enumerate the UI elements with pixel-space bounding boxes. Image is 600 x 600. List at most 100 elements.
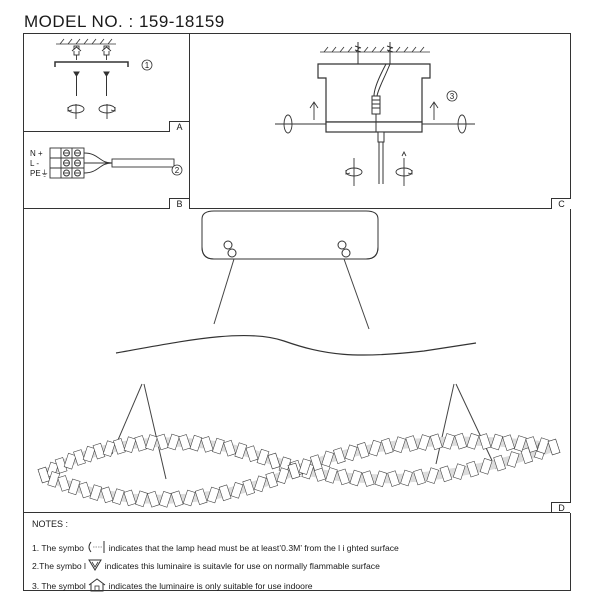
crystal-prism-icon bbox=[337, 468, 350, 486]
crystal-prism-icon bbox=[37, 466, 51, 484]
crystal-prism-icon bbox=[67, 478, 81, 496]
crystal-prism-icon bbox=[223, 439, 236, 457]
crystal-prism-icon bbox=[156, 433, 169, 451]
crystal-prism-icon bbox=[374, 470, 388, 488]
divider-vertical bbox=[189, 34, 190, 208]
terminal-label-l: L - bbox=[30, 159, 40, 168]
panel-tag-c: C bbox=[551, 198, 571, 209]
crystal-prism-icon bbox=[287, 462, 301, 480]
terminal-block-icon bbox=[49, 147, 85, 179]
crystal-prism-icon bbox=[218, 484, 232, 502]
note-3: 3. The symbol indicates the luminaire is… bbox=[32, 575, 313, 592]
wall-anchor-icon bbox=[71, 45, 112, 60]
drawing-sheet: 1 A N + L - bbox=[23, 33, 571, 592]
mounting-bracket-icon bbox=[54, 61, 129, 67]
crystal-prism-icon bbox=[368, 439, 382, 457]
crystal-prism-icon bbox=[502, 434, 515, 451]
crystal-prism-icon bbox=[230, 482, 244, 499]
crystal-prism-icon bbox=[206, 486, 220, 504]
ceiling-hatch-icon bbox=[320, 46, 430, 53]
crystal-prism-icon bbox=[429, 433, 443, 451]
crystal-prism-icon bbox=[113, 438, 126, 455]
divider-top-d bbox=[24, 208, 570, 209]
panel-a-drawing bbox=[54, 38, 153, 119]
crystal-prism-icon bbox=[82, 445, 96, 463]
panel-c: 3 C bbox=[190, 34, 571, 209]
crystal-prism-icon bbox=[100, 486, 114, 504]
wire-connector-icon bbox=[371, 63, 391, 132]
crystal-prism-icon bbox=[439, 465, 453, 483]
crystal-prism-icon bbox=[134, 435, 148, 452]
crystal-prism-icon bbox=[466, 433, 480, 450]
step-number-a: 1 bbox=[144, 61, 150, 70]
note-2: 2.The symbo l indicates this luminaire i… bbox=[32, 557, 380, 571]
note-2-text: indicates this luminaire is suitavle for… bbox=[104, 561, 380, 571]
crystal-prism-icon bbox=[547, 438, 561, 456]
crystal-prism-icon bbox=[466, 460, 479, 478]
distance-symbol-icon bbox=[88, 541, 105, 553]
suspension-wire-icon bbox=[111, 258, 497, 480]
crystal-prism-icon bbox=[413, 468, 426, 486]
note-1: 1. The symbo indicates that the lamp hea… bbox=[32, 539, 399, 553]
crystal-prism-icon bbox=[536, 437, 550, 454]
notes-title: NOTES : bbox=[32, 519, 69, 529]
crystal-prism-icon bbox=[265, 471, 279, 489]
crystal-prism-icon bbox=[111, 488, 125, 505]
crystal-prism-icon bbox=[145, 434, 158, 451]
crystal-prism-icon bbox=[123, 436, 137, 453]
crystal-prism-icon bbox=[167, 433, 180, 451]
panel-b-drawing bbox=[49, 147, 183, 179]
crystal-prism-icon bbox=[158, 491, 172, 508]
crystal-prism-icon bbox=[57, 475, 71, 492]
crystal-prism-icon bbox=[182, 489, 196, 507]
crystal-prism-icon bbox=[194, 488, 208, 505]
crystal-prism-icon bbox=[325, 467, 338, 484]
crystal-prism-icon bbox=[321, 450, 335, 468]
ceiling-hatch-icon bbox=[56, 38, 116, 45]
crystal-prism-icon bbox=[490, 433, 504, 451]
crystal-prism-icon bbox=[234, 442, 248, 459]
crystal-prism-icon bbox=[63, 452, 77, 470]
note-3-text: indicates the luminaire is only suitable… bbox=[108, 581, 313, 591]
step-circle bbox=[446, 90, 458, 102]
crystal-prism-icon bbox=[380, 437, 394, 455]
crystal-prism-icon bbox=[452, 463, 466, 480]
crystal-prism-icon bbox=[454, 432, 468, 450]
note-2-prefix: 2.The symbo l bbox=[32, 561, 86, 571]
crystal-prism-icon bbox=[405, 435, 419, 452]
panel-a: 1 A bbox=[24, 34, 189, 132]
crystal-prism-icon bbox=[178, 434, 192, 451]
crystal-prism-icon bbox=[276, 467, 290, 484]
model-number: MODEL NO. : 159-18159 bbox=[24, 12, 225, 31]
step-number-c: 3 bbox=[449, 92, 455, 101]
crystal-prism-icon bbox=[245, 445, 259, 462]
crystal-prism-icon bbox=[123, 489, 137, 507]
divider-ab bbox=[24, 131, 189, 132]
crystal-prism-icon bbox=[147, 490, 160, 508]
canopy-plate bbox=[325, 121, 423, 133]
note-3-prefix: 3. The symbol bbox=[32, 581, 86, 591]
step-number-b: 2 bbox=[174, 166, 180, 175]
crystal-prism-icon bbox=[349, 469, 363, 487]
cable-icon bbox=[83, 152, 175, 174]
screw-icon bbox=[354, 42, 394, 64]
crystal-prism-icon bbox=[333, 447, 346, 464]
panel-tag-b: B bbox=[169, 198, 189, 209]
note-1-text: indicates that the lamp head must be at … bbox=[108, 543, 399, 553]
crystal-prism-icon bbox=[78, 481, 92, 499]
crystal-prism-icon bbox=[89, 484, 103, 501]
terminal-label-pe: PE⏚ bbox=[30, 169, 49, 178]
panel-tag-a: A bbox=[169, 121, 189, 132]
crystal-prism-icon bbox=[525, 436, 539, 453]
screw-icon bbox=[73, 71, 110, 96]
crystal-prism-icon bbox=[256, 448, 270, 466]
crystal-prism-icon bbox=[92, 442, 106, 460]
crystal-prism-icon bbox=[242, 479, 256, 496]
crystal-prism-icon bbox=[520, 447, 534, 464]
panel-d: D bbox=[24, 209, 571, 513]
suspension-rod-icon bbox=[377, 131, 385, 184]
crystal-prism-icon bbox=[344, 444, 358, 462]
rotate-arrow-icon bbox=[67, 104, 116, 119]
crystal-prism-icon bbox=[267, 452, 281, 470]
crystal-prism-icon bbox=[309, 454, 323, 471]
